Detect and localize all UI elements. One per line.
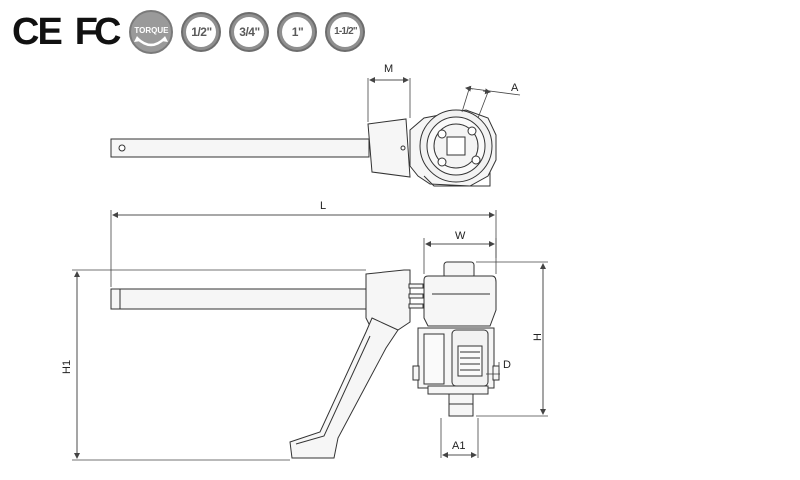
head-block-side [423,275,497,327]
dimension-h1 [72,269,366,461]
drive-size-label: 1" [291,25,304,39]
dimension-label-d: D [503,359,511,371]
dimension-a [461,85,521,119]
base-plate [427,385,489,395]
dimension-h [476,261,548,417]
drive-size-label: 3/4" [239,25,260,39]
dimension-w [423,238,497,274]
dimension-m [367,77,411,122]
torque-icon: TORQUE [129,10,174,54]
head-bolt [471,155,481,165]
dimension-a1 [440,418,479,458]
torque-label: TORQUE [134,25,169,35]
head-bolt [467,126,477,136]
drive-size-badge-one: 1" [277,12,318,52]
top-view [110,109,497,187]
dimension-label-a: A [511,82,519,94]
dimension-label-w: W [455,230,466,242]
torque-arrow-icon [134,36,169,47]
collar-top [367,118,411,178]
certification-bar: CE FC TORQUE 1/2" 3/4" 1" 1-1/2" [12,10,366,54]
dimension-d [486,362,500,378]
collar-side [365,269,411,331]
fcc-mark: FC [74,11,122,53]
drive-size-label: 1-1/2" [334,26,358,37]
dimension-label-a1: A1 [452,440,465,452]
head-bolt [437,129,447,139]
dimension-label-h1: H1 [61,360,73,374]
reaction-arm-side [110,288,369,310]
square-drive-side [448,393,474,417]
reaction-arm-top [110,138,370,158]
dimension-label-h: H [532,333,544,341]
handle [289,317,399,459]
drive-size-label: 1/2" [191,25,212,39]
side-view [110,261,500,459]
dimension-l [110,210,497,287]
square-drive [446,136,466,156]
drive-size-badge-half: 1/2" [181,12,222,52]
dimension-label-l: L [320,200,326,212]
drive-size-badge-three-quarter: 3/4" [229,12,270,52]
head-bolt [437,157,447,167]
dimension-label-m: M [384,63,393,75]
arm-hole [118,144,126,152]
ce-mark: CE [12,11,63,53]
drive-size-badge-one-and-half: 1-1/2" [325,12,366,52]
